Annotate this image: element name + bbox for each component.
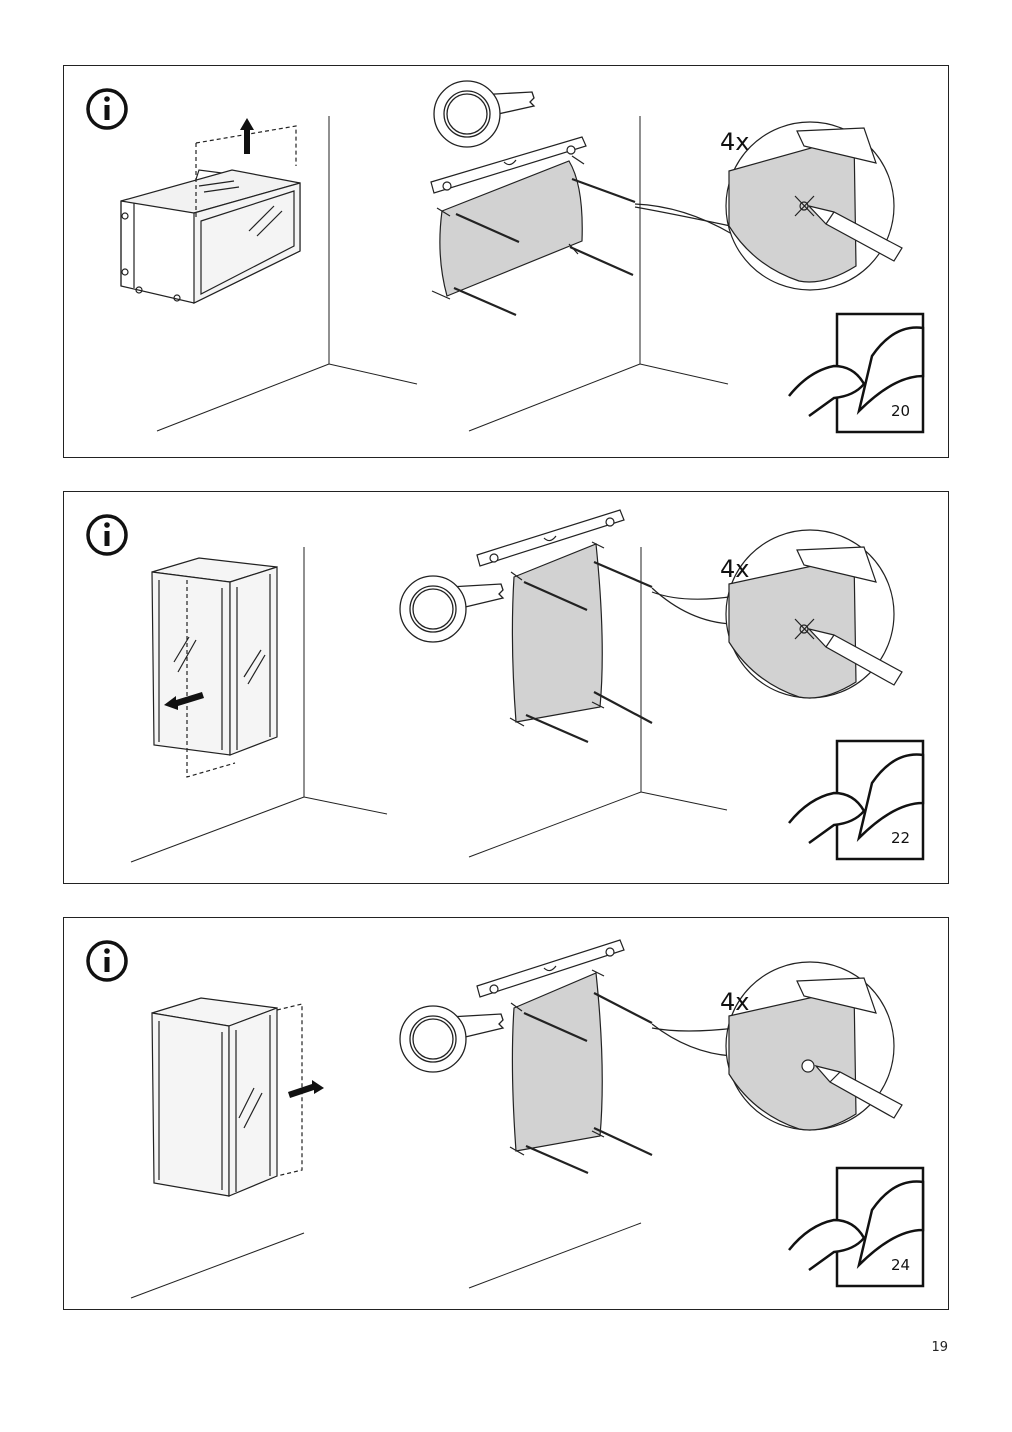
glass-cabinet-vertical <box>151 997 303 1197</box>
tape-roll-icon <box>399 575 505 643</box>
screw-markers <box>523 560 653 744</box>
page-reference: 20 <box>891 402 910 420</box>
tape-roll-icon <box>433 80 536 148</box>
count-label: 4x <box>720 555 749 583</box>
wall-corner-left <box>130 547 388 863</box>
panel-2-illustration: 4x 22 <box>86 509 925 863</box>
instruction-panel-1: 4x 20 <box>63 65 949 458</box>
floor-line-left <box>130 1232 305 1299</box>
panel-1-illustration: 4x 20 <box>86 80 925 434</box>
pencil-icon <box>807 204 903 262</box>
instruction-panel-3: 4x 24 <box>63 917 949 1310</box>
turn-page-icon <box>788 739 925 861</box>
count-label: 4x <box>720 128 749 156</box>
zoom-callout <box>634 121 895 291</box>
turn-page-icon <box>788 1166 925 1288</box>
wall-corner-right <box>468 547 728 858</box>
tape-roll-icon <box>399 1005 505 1073</box>
arrow-icon <box>240 118 254 154</box>
zoom-callout <box>651 961 895 1131</box>
pencil-icon <box>807 627 903 686</box>
wall-corner-right <box>468 116 729 432</box>
arrow-icon <box>288 1080 324 1098</box>
instruction-panel-2: 4x 22 <box>63 491 949 884</box>
turn-page-icon <box>788 312 925 434</box>
spirit-level-icon <box>430 136 587 194</box>
info-icon <box>86 514 128 556</box>
page-reference: 22 <box>891 829 910 847</box>
page-number: 19 <box>931 1340 948 1355</box>
panel-3-illustration: 4x 24 <box>86 939 925 1299</box>
spirit-level-icon <box>476 509 625 567</box>
count-label: 4x <box>720 988 749 1016</box>
pencil-icon <box>814 1064 903 1119</box>
screw-markers <box>523 992 653 1175</box>
glass-cabinet-vertical <box>151 557 278 778</box>
info-icon <box>86 88 128 130</box>
screw-markers <box>453 177 636 317</box>
page-reference: 24 <box>891 1256 910 1274</box>
glass-cabinet-horizontal <box>120 125 301 304</box>
drilling-template <box>509 541 605 727</box>
floor-line-right <box>468 1222 642 1289</box>
arrow-icon <box>164 692 204 710</box>
zoom-callout <box>651 529 895 699</box>
info-icon <box>86 940 128 982</box>
spirit-level-icon <box>476 939 625 998</box>
wall-corner-left <box>156 116 418 432</box>
drilling-template <box>509 969 605 1156</box>
